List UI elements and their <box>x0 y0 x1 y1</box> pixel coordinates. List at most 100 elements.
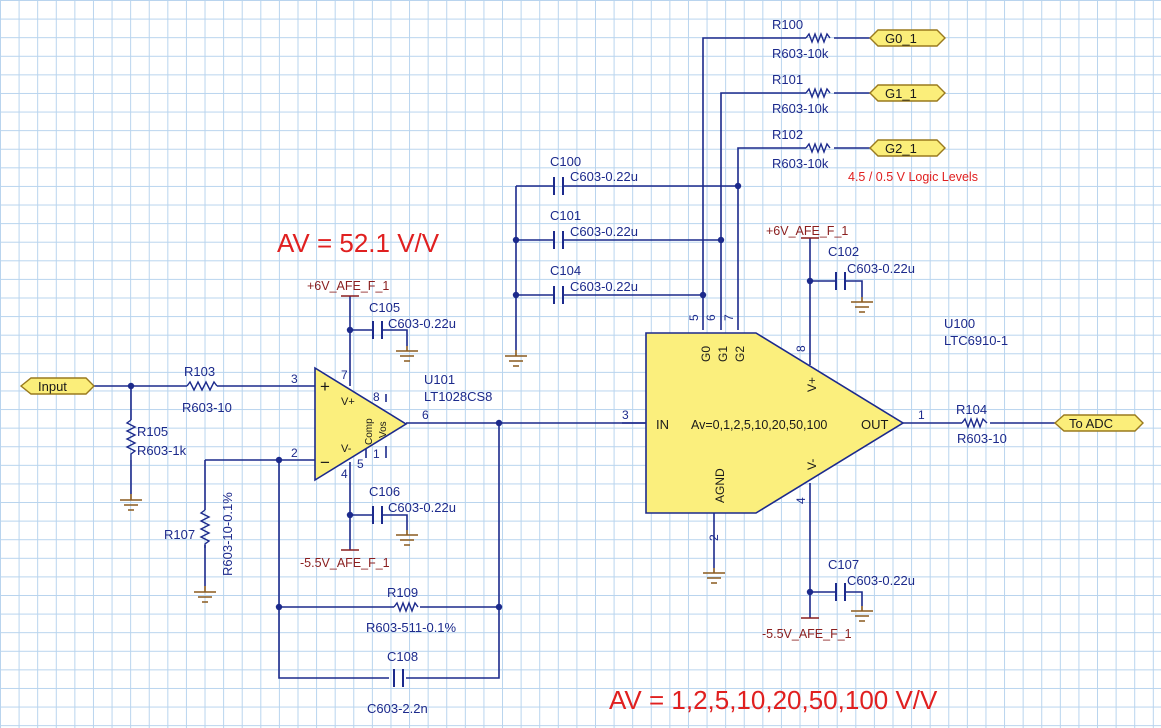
resistor-r100[interactable]: R100 R603-10k <box>772 17 831 61</box>
ground-icon <box>505 350 527 367</box>
port-input-label: Input <box>38 379 67 394</box>
ground-icon <box>703 568 725 584</box>
r100-ref: R100 <box>772 17 803 32</box>
junction-dot <box>495 603 503 611</box>
u101-pin-8: 8 <box>373 390 380 404</box>
u101-vminus-label: V- <box>341 443 352 455</box>
r107-ref: R107 <box>164 527 195 542</box>
port-input-shape <box>19 377 95 395</box>
junction-dot <box>346 511 354 519</box>
junction-dot <box>806 277 814 285</box>
ground-icon <box>194 586 216 603</box>
power-label-pos-u100: +6V_AFE_F_1 <box>766 224 848 238</box>
u100-in-label: IN <box>656 417 669 432</box>
r105-value: R603-1k <box>137 443 187 458</box>
port-g2-label: G2_1 <box>885 141 917 156</box>
c105-ref: C105 <box>369 300 400 315</box>
u101-vos-label: Vos <box>378 421 389 438</box>
resistor-r103[interactable]: R103 R603-10 <box>182 364 232 415</box>
capacitor-c107[interactable]: C107 C603-0.22u <box>828 557 915 601</box>
u100-pin-3: 3 <box>622 408 629 422</box>
c106-value: C603-0.22u <box>388 500 456 515</box>
u100-out-label: OUT <box>861 417 889 432</box>
u101-pin-4: 4 <box>341 467 348 481</box>
pga-u100-body <box>645 332 905 514</box>
port-g1-label: G1_1 <box>885 86 917 101</box>
r100-value: R603-10k <box>772 46 829 61</box>
r102-value: R603-10k <box>772 156 829 171</box>
resistor-r105[interactable]: R105 R603-1k <box>125 419 187 460</box>
r101-value: R603-10k <box>772 101 829 116</box>
wires <box>94 37 1055 679</box>
capacitor-c106[interactable]: C106 C603-0.22u <box>369 484 456 524</box>
resistor-r104[interactable]: R104 R603-10 <box>956 402 1007 446</box>
r102-ref: R102 <box>772 127 803 142</box>
junction-dot <box>717 236 725 244</box>
resistor-r107[interactable]: R107 R603-10-0.1% <box>164 492 235 576</box>
capacitor-c108[interactable]: C108 C603-2.2n <box>367 649 428 716</box>
c108-ref: C108 <box>387 649 418 664</box>
resistor-r101[interactable]: R101 R603-10k <box>772 72 831 116</box>
u100-ref: U100 <box>944 316 975 331</box>
ground-icon <box>396 346 418 362</box>
port-input[interactable]: Input <box>19 377 95 395</box>
c104-value: C603-0.22u <box>570 279 638 294</box>
u100-pin-7: 7 <box>722 314 736 321</box>
port-g0-shape <box>869 29 946 47</box>
port-to-adc-shape <box>1053 414 1144 432</box>
port-g2[interactable]: G2_1 <box>869 139 946 157</box>
u100-pin-4: 4 <box>794 497 808 504</box>
u101-pin-7: 7 <box>341 368 348 382</box>
c100-ref: C100 <box>550 154 581 169</box>
c105-value: C603-0.22u <box>388 316 456 331</box>
u101-minus-sign: − <box>320 453 330 472</box>
opamp-u101[interactable]: + − V+ V- Comp Vos 3 2 7 4 8 5 1 6 U101 … <box>291 366 492 482</box>
port-to-adc[interactable]: To ADC <box>1053 414 1144 432</box>
port-to-adc-label: To ADC <box>1069 416 1113 431</box>
ground-icon <box>396 530 418 546</box>
u101-vplus-label: V+ <box>341 396 355 408</box>
c102-value: C603-0.22u <box>847 261 915 276</box>
c108-value: C603-2.2n <box>367 701 428 716</box>
c104-ref: C104 <box>550 263 581 278</box>
junction-dot <box>512 236 520 244</box>
ground-icon <box>851 606 873 622</box>
u101-pin-1: 1 <box>373 447 380 461</box>
port-g1[interactable]: G1_1 <box>869 84 946 102</box>
u100-pin-1: 1 <box>918 408 925 422</box>
resistor-r102[interactable]: R102 R603-10k <box>772 127 831 171</box>
junction-dots <box>127 182 814 611</box>
capacitor-c105[interactable]: C105 C603-0.22u <box>369 300 456 339</box>
r103-ref: R103 <box>184 364 215 379</box>
ground-symbols <box>120 297 873 622</box>
c101-value: C603-0.22u <box>570 224 638 239</box>
annotation-logic-levels: 4.5 / 0.5 V Logic Levels <box>848 170 978 184</box>
u101-pin-3: 3 <box>291 372 298 386</box>
u100-agnd-label: AGND <box>713 468 727 503</box>
r101-ref: R101 <box>772 72 803 87</box>
pga-u100[interactable]: IN OUT Av=0,1,2,5,10,20,50,100 AGND G0 G… <box>622 314 1008 541</box>
u101-part: LT1028CS8 <box>424 389 492 404</box>
ground-icon <box>851 297 873 313</box>
capacitor-c104[interactable]: C104 C603-0.22u <box>550 263 638 304</box>
junction-dot <box>734 182 742 190</box>
resistor-r109[interactable]: R109 R603-511-0.1% <box>366 585 457 635</box>
capacitor-c101[interactable]: C101 C603-0.22u <box>550 208 638 249</box>
u100-vplus-label: V+ <box>805 377 819 392</box>
r104-value: R603-10 <box>957 431 1007 446</box>
junction-dot <box>512 291 520 299</box>
annotation-gain-stage1: AV = 52.1 V/V <box>277 228 440 258</box>
u100-pin-8: 8 <box>794 345 808 352</box>
junction-dot <box>495 419 503 427</box>
u101-ref: U101 <box>424 372 455 387</box>
power-label-neg-u101: -5.5V_AFE_F_1 <box>300 556 390 570</box>
capacitor-c100[interactable]: C100 C603-0.22u <box>550 154 638 195</box>
port-g1-shape <box>869 84 946 102</box>
c106-ref: C106 <box>369 484 400 499</box>
junction-dot <box>806 588 814 596</box>
capacitor-c102[interactable]: C102 C603-0.22u <box>828 244 915 290</box>
port-g0[interactable]: G0_1 <box>869 29 946 47</box>
r104-ref: R104 <box>956 402 987 417</box>
